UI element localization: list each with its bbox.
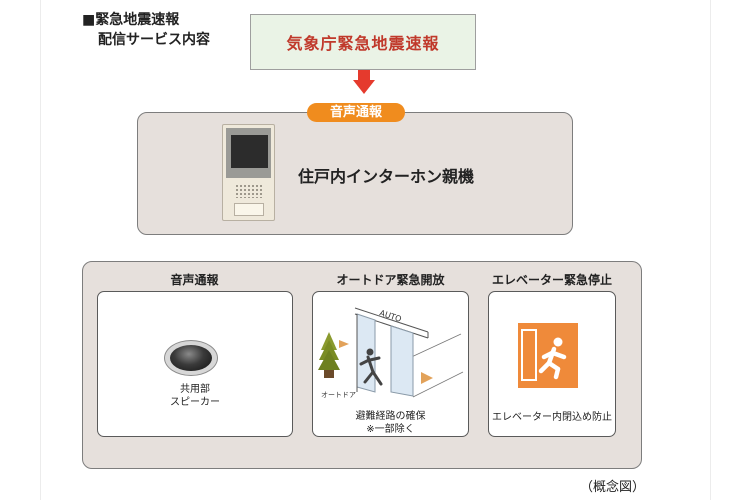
title-line-2: 配信サービス内容	[98, 32, 210, 48]
door-panel-right	[390, 325, 414, 397]
intercom-device-icon	[222, 124, 275, 221]
door-motion-icon	[339, 340, 433, 384]
speaker-caption-line-2: スピーカー	[170, 397, 220, 408]
door-label-text: オートドア	[321, 391, 356, 399]
arrow-down-icon-head	[353, 80, 375, 94]
autodoor-caption-line-2: ※一部除く	[366, 424, 415, 435]
diagram-title: ■緊急地震速報 配信サービス内容	[82, 10, 210, 50]
speaker-icon	[164, 340, 218, 376]
source-box: 気象庁緊急地震速報	[250, 14, 476, 70]
emergency-exit-figure	[521, 329, 567, 381]
elevator-caption: エレベーター内閉込め防止	[492, 412, 612, 423]
guide-line-left	[40, 0, 41, 500]
title-line-1: ■緊急地震速報	[82, 12, 180, 28]
running-person-icon	[359, 348, 383, 386]
autodoor-illustration: AUTO オートドア	[318, 307, 464, 399]
guide-line-right	[710, 0, 711, 500]
service-heading-elevator: エレベーター緊急停止	[491, 273, 612, 287]
device-speaker-grille	[235, 184, 262, 198]
concept-caption: （概念図）	[580, 480, 646, 495]
tree-icon	[318, 332, 340, 378]
arrow-down-icon	[358, 70, 370, 82]
device-screen	[231, 135, 268, 168]
intercom-label: 住戸内インターホン親機	[298, 167, 475, 186]
emergency-exit-icon	[518, 323, 578, 388]
voice-alert-badge: 音声通報	[307, 103, 405, 122]
device-button	[234, 203, 264, 216]
intercom-panel	[137, 112, 573, 235]
service-heading-voice: 音声通報	[170, 273, 219, 287]
speaker-caption-line-1: 共用部	[180, 384, 210, 395]
autodoor-caption-line-1: 避難経路の確保	[355, 411, 426, 422]
service-heading-autodoor: オートドア緊急開放	[336, 273, 445, 287]
door-sign-text: AUTO	[378, 308, 402, 324]
source-label: 気象庁緊急地震速報	[286, 34, 440, 53]
